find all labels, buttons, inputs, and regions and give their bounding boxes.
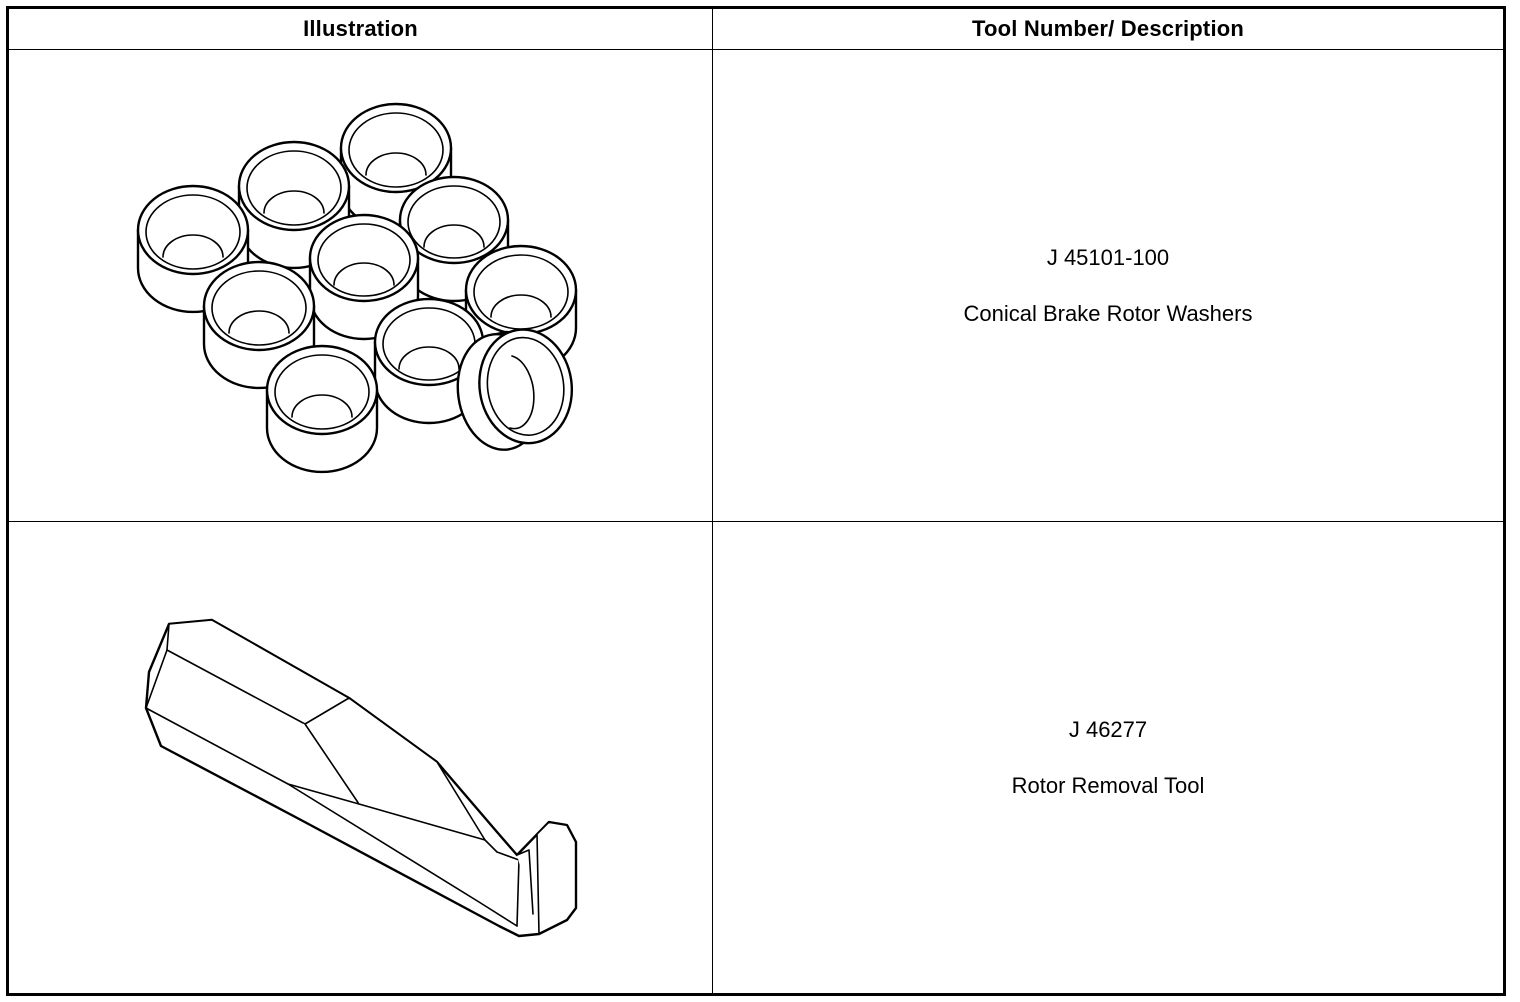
header-illustration-label: Illustration bbox=[303, 16, 418, 41]
tool-table: Illustration Tool Number/ Description bbox=[6, 6, 1506, 996]
header-illustration: Illustration bbox=[9, 9, 713, 50]
table-row-1-illustration bbox=[9, 50, 713, 522]
header-tool-description: Tool Number/ Description bbox=[713, 9, 1503, 50]
washer-10-on-edge bbox=[456, 328, 574, 451]
conical-washers-icon bbox=[136, 102, 578, 474]
tool-number: J 45101-100 bbox=[1046, 244, 1170, 270]
washer-7 bbox=[202, 260, 316, 390]
header-tool-label: Tool Number/ Description bbox=[971, 16, 1245, 41]
table-row-2-description: J 46277 Rotor Removal Tool bbox=[713, 522, 1503, 993]
table-row-2-illustration bbox=[9, 522, 713, 993]
washer-9 bbox=[265, 344, 379, 474]
table-row-1-description: J 45101-100 Conical Brake Rotor Washers bbox=[713, 50, 1503, 522]
washer-1 bbox=[339, 102, 453, 232]
tool-description: Conical Brake Rotor Washers bbox=[963, 300, 1253, 326]
tool-number: J 46277 bbox=[1068, 716, 1148, 742]
tool-description: Rotor Removal Tool bbox=[1011, 772, 1205, 798]
rotor-removal-tool-icon bbox=[144, 618, 578, 938]
washer-4 bbox=[136, 184, 250, 314]
